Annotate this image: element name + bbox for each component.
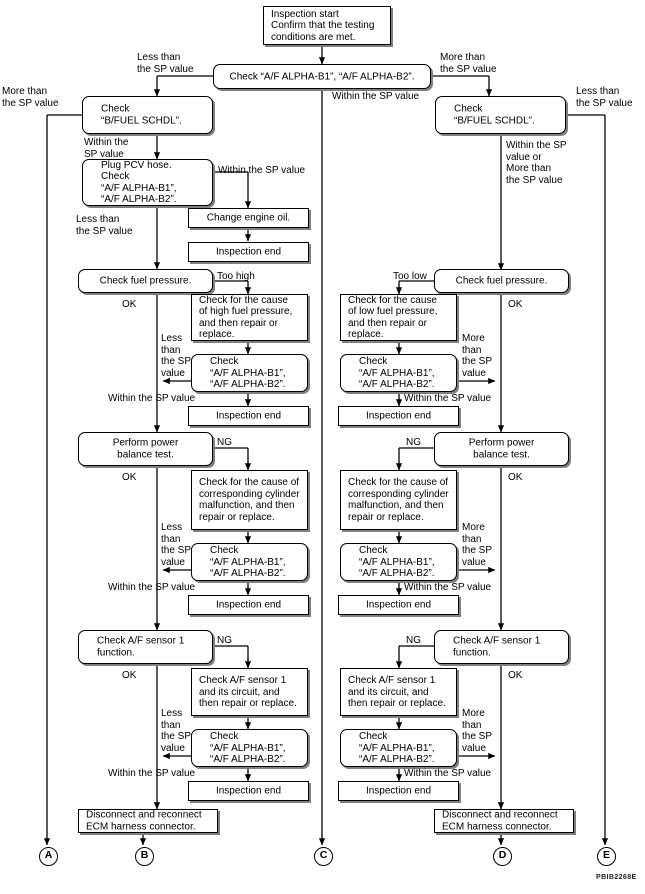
connector-circle-d[interactable]: D xyxy=(493,847,512,866)
node-inspection-end-6[interactable]: Inspection end xyxy=(188,781,309,801)
connector-circle-e[interactable]: E xyxy=(597,847,616,866)
edge-label-ok-right-3: OK xyxy=(508,670,523,681)
node-cylinder-malfunction-right[interactable]: Check for the cause of corresponding cyl… xyxy=(340,470,457,530)
node-cause-high-fuel-pressure[interactable]: Check for the cause of high fuel pressur… xyxy=(191,294,308,341)
node-check-bfuel-schdl-left[interactable]: Check “B/FUEL SCHDL”. xyxy=(82,96,213,134)
node-ecm-harness-right[interactable]: Disconnect and reconnect ECM harness con… xyxy=(434,809,574,833)
node-check-fuel-pressure-left[interactable]: Check fuel pressure. xyxy=(78,269,213,293)
node-power-balance-test-right[interactable]: Perform power balance test. xyxy=(434,432,569,466)
node-inspection-start[interactable]: Inspection start Confirm that the testin… xyxy=(263,6,391,45)
node-inspection-end-2[interactable]: Inspection end xyxy=(188,406,309,426)
node-check-af-alpha-right-3[interactable]: Check “A/F ALPHA-B1”, “A/F ALPHA-B2”. xyxy=(340,729,457,767)
edge-label-within-sp-value-left-stage2: Within the SP value xyxy=(108,582,196,593)
edge-label-less-than-sp-left-2: Less than the SP value xyxy=(161,522,192,568)
node-check-af-sensor-function-right[interactable]: Check A/F sensor 1 function. xyxy=(434,630,569,664)
edge-label-within-sp-value-center: Within the SP value xyxy=(332,91,420,102)
edge-label-ok-left-1: OK xyxy=(122,299,137,310)
edge-label-within-sp-value-left-stage1: Within the SP value xyxy=(108,393,196,404)
edge-label-less-than-sp-left-1: Less than the SP value xyxy=(161,333,192,379)
node-check-af-alpha-left-2[interactable]: Check “A/F ALPHA-B1”, “A/F ALPHA-B2”. xyxy=(191,543,308,581)
node-inspection-end-4[interactable]: Inspection end xyxy=(188,595,309,615)
edge-label-less-than-sp-left-3: Less than the SP value xyxy=(161,708,192,754)
node-check-fuel-pressure-right[interactable]: Check fuel pressure. xyxy=(434,269,569,293)
node-inspection-end-3[interactable]: Inspection end xyxy=(338,406,459,426)
edge-label-within-sp-value-pcv: Within the SP value xyxy=(218,165,306,176)
edge-label-too-high: Too high xyxy=(217,271,255,282)
node-check-af-alpha-right-1[interactable]: Check “A/F ALPHA-B1”, “A/F ALPHA-B2”. xyxy=(340,354,457,392)
edge-label-more-than-sp-top-right: More than the SP value xyxy=(440,52,497,75)
edge-label-ok-right-2: OK xyxy=(508,472,523,483)
edge-label-within-or-more-right: Within the SP value or More than the SP … xyxy=(506,140,567,186)
node-inspection-end-7[interactable]: Inspection end xyxy=(338,781,459,801)
node-ecm-harness-left[interactable]: Disconnect and reconnect ECM harness con… xyxy=(78,809,218,833)
edge-label-ng-right-1: NG xyxy=(406,437,421,448)
edge-label-within-sp-value-left-1: Within the SP value xyxy=(84,137,129,160)
node-af-sensor-circuit-left[interactable]: Check A/F sensor 1 and its circuit, and … xyxy=(191,668,308,716)
node-check-af-alpha-left-3[interactable]: Check “A/F ALPHA-B1”, “A/F ALPHA-B2”. xyxy=(191,729,308,767)
node-check-bfuel-schdl-right[interactable]: Check “B/FUEL SCHDL”. xyxy=(435,96,566,134)
edge-label-within-sp-value-left-stage3: Within the SP value xyxy=(108,768,196,779)
edge-label-ng-left-1: NG xyxy=(217,437,232,448)
node-power-balance-test-left[interactable]: Perform power balance test. xyxy=(78,432,213,466)
edge-label-more-than-sp-right-1: More than the SP value xyxy=(462,333,493,379)
node-check-af-sensor-function-left[interactable]: Check A/F sensor 1 function. xyxy=(78,630,213,664)
figure-id-label: PBIB2268E xyxy=(596,874,637,881)
edge-label-too-low: Too low xyxy=(393,271,427,282)
connector-circle-a[interactable]: A xyxy=(39,847,58,866)
node-cause-low-fuel-pressure[interactable]: Check for the cause of low fuel pressure… xyxy=(340,294,457,341)
edge-label-within-sp-value-right-stage2: Within the SP value xyxy=(404,582,492,593)
node-check-af-alpha-top[interactable]: Check “A/F ALPHA-B1”, “A/F ALPHA-B2”. xyxy=(213,64,431,89)
node-inspection-end-5[interactable]: Inspection end xyxy=(338,595,459,615)
edge-label-more-than-sp-right-3: More than the SP value xyxy=(462,708,493,754)
edge-label-less-than-sp-pcv: Less than the SP value xyxy=(76,214,133,237)
edge-label-ng-right-2: NG xyxy=(406,635,421,646)
node-inspection-end-1[interactable]: Inspection end xyxy=(188,242,309,262)
node-plug-pcv-hose[interactable]: Plug PCV hose. Check “A/F ALPHA-B1”, “A/… xyxy=(82,159,213,206)
edge-label-less-than-sp-top-far-right: Less than the SP value xyxy=(576,86,633,109)
node-check-af-alpha-left-1[interactable]: Check “A/F ALPHA-B1”, “A/F ALPHA-B2”. xyxy=(191,354,308,392)
edge-label-ng-left-2: NG xyxy=(217,635,232,646)
node-change-engine-oil[interactable]: Change engine oil. xyxy=(188,208,309,228)
edge-label-more-than-sp-top-far-left: More than the SP value xyxy=(2,86,59,109)
node-cylinder-malfunction-left[interactable]: Check for the cause of corresponding cyl… xyxy=(191,470,308,530)
node-check-af-alpha-right-2[interactable]: Check “A/F ALPHA-B1”, “A/F ALPHA-B2”. xyxy=(340,543,457,581)
edge-label-ok-left-3: OK xyxy=(122,670,137,681)
edge-label-within-sp-value-right-stage3: Within the SP value xyxy=(404,768,492,779)
edge-label-within-sp-value-right-stage1: Within the SP value xyxy=(404,393,492,404)
edge-label-less-than-sp-top-left: Less than the SP value xyxy=(137,52,194,75)
edge-label-more-than-sp-right-2: More than the SP value xyxy=(462,522,493,568)
node-af-sensor-circuit-right[interactable]: Check A/F sensor 1 and its circuit, and … xyxy=(340,668,457,716)
connector-circle-c[interactable]: C xyxy=(314,847,333,866)
connector-circle-b[interactable]: B xyxy=(135,847,154,866)
edge-label-ok-right-1: OK xyxy=(508,299,523,310)
edge-label-ok-left-2: OK xyxy=(122,472,137,483)
